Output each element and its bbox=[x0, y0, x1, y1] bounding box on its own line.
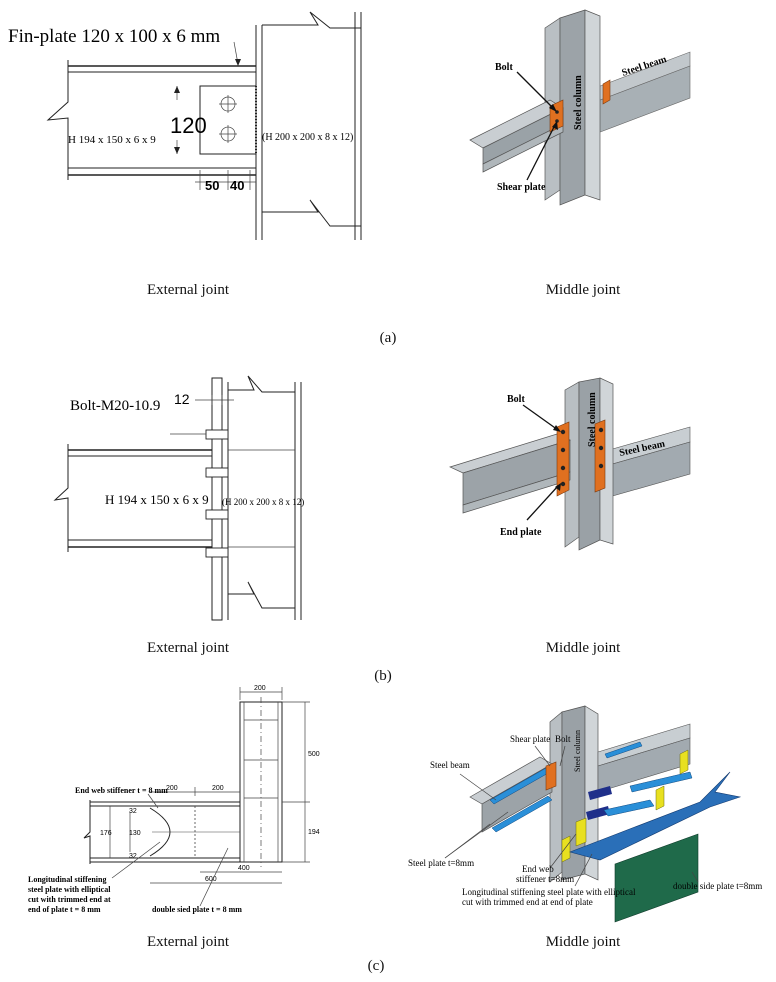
external-joint-a-caption: External joint bbox=[146, 282, 230, 298]
external-joint-b-caption: External joint bbox=[146, 640, 230, 656]
double-plate-label: double sied plate t = 8 mm bbox=[152, 905, 242, 914]
column-section-label: (H 200 x 200 x 8 x 12) bbox=[222, 497, 304, 507]
external-joint-a-drawing: 120 50 40 Fin-plate 120 x 100 x 6 mm H 1… bbox=[8, 11, 362, 240]
end-web-stiffener-label: End web stiffener t = 8 mm bbox=[75, 786, 168, 795]
bolt-label: Bolt bbox=[495, 62, 513, 73]
long-plate-label-3: cut with trimmed end at bbox=[28, 895, 111, 904]
dim-label: 40 bbox=[230, 178, 244, 193]
steel-plate-label: Steel plate t=8mm bbox=[408, 858, 474, 868]
fin-plate-label: Fin-plate 120 x 100 x 6 mm bbox=[8, 26, 220, 47]
dim-label: 32 bbox=[129, 808, 137, 815]
dim-label: 50 bbox=[205, 178, 219, 193]
dim-label: 200 bbox=[212, 785, 224, 792]
middle-joint-a-caption: Middle joint bbox=[545, 282, 621, 298]
panel-c: 200 500 194 200 200 400 600 bbox=[0, 682, 776, 982]
long-plate-label-1: Longitudinal stiffening steel plate with… bbox=[462, 887, 636, 897]
long-plate-label-1: Longitudinal stiffening bbox=[28, 875, 106, 884]
long-plate-label-2: steel plate with elliptical bbox=[28, 885, 111, 894]
thickness-label: 12 bbox=[174, 391, 190, 407]
external-joint-c-caption: External joint bbox=[146, 934, 230, 950]
dim-label: 200 bbox=[254, 685, 266, 692]
beam-section-label: H 194 x 150 x 6 x 9 bbox=[105, 492, 209, 507]
long-plate-label-2: cut with trimmed end at end of plate bbox=[462, 897, 593, 907]
dim-label: 500 bbox=[308, 751, 320, 758]
middle-joint-c-caption: Middle joint bbox=[545, 934, 621, 950]
panel-b-label: (b) bbox=[374, 668, 392, 684]
beam-section-label: H 194 x 150 x 6 x 9 bbox=[68, 134, 156, 146]
dim-label: 120 bbox=[170, 113, 207, 138]
panel-c-label: (c) bbox=[367, 958, 385, 974]
steel-column-label: Steel column bbox=[573, 730, 582, 772]
middle-joint-b-caption: Middle joint bbox=[545, 640, 621, 656]
middle-joint-b-drawing: Bolt End plate Steel column Steel beam bbox=[449, 377, 691, 551]
shear-plate-label: Shear plate bbox=[497, 182, 546, 193]
middle-joint-c-drawing: Shear plate Bolt Steel beam Steel column… bbox=[408, 705, 762, 923]
steel-column-label: Steel column bbox=[587, 392, 598, 447]
long-plate-label-4: end of plate t = 8 mm bbox=[28, 905, 101, 914]
external-joint-b-drawing: 12 Bolt-M20-10.9 H 194 x 150 x 6 x 9 (H … bbox=[53, 375, 304, 621]
external-joint-c-drawing: 200 500 194 200 200 400 600 bbox=[28, 685, 320, 914]
bolt-label: Bolt bbox=[507, 394, 525, 405]
panel-b: 12 Bolt-M20-10.9 H 194 x 150 x 6 x 9 (H … bbox=[0, 350, 776, 685]
panel-a: 120 50 40 Fin-plate 120 x 100 x 6 mm H 1… bbox=[0, 0, 776, 346]
dim-label: 200 bbox=[166, 785, 178, 792]
middle-joint-a-drawing: Bolt Shear plate Steel column Steel beam bbox=[469, 9, 691, 206]
dim-label: 194 bbox=[308, 829, 320, 836]
shear-plate-label: Shear plate bbox=[510, 734, 550, 744]
dim-label: 32 bbox=[129, 853, 137, 860]
double-plate-label: double side plate t=8mm bbox=[673, 881, 762, 891]
steel-beam-label: Steel beam bbox=[430, 760, 470, 770]
column-section-label: (H 200 x 200 x 8 x 12) bbox=[262, 132, 353, 143]
panel-a-label: (a) bbox=[379, 330, 397, 346]
end-plate-label: End plate bbox=[500, 527, 542, 538]
steel-column-label: Steel column bbox=[573, 75, 584, 130]
dim-label: 600 bbox=[205, 876, 217, 883]
bolt-spec-label: Bolt-M20-10.9 bbox=[70, 398, 160, 414]
bolt-label: Bolt bbox=[555, 734, 571, 744]
dim-label: 400 bbox=[238, 865, 250, 872]
dim-label: 176 bbox=[100, 830, 112, 837]
end-web-label-2: stiffener t=8mm bbox=[516, 874, 574, 884]
dim-label: 130 bbox=[129, 830, 141, 837]
end-web-label-1: End web bbox=[522, 864, 554, 874]
